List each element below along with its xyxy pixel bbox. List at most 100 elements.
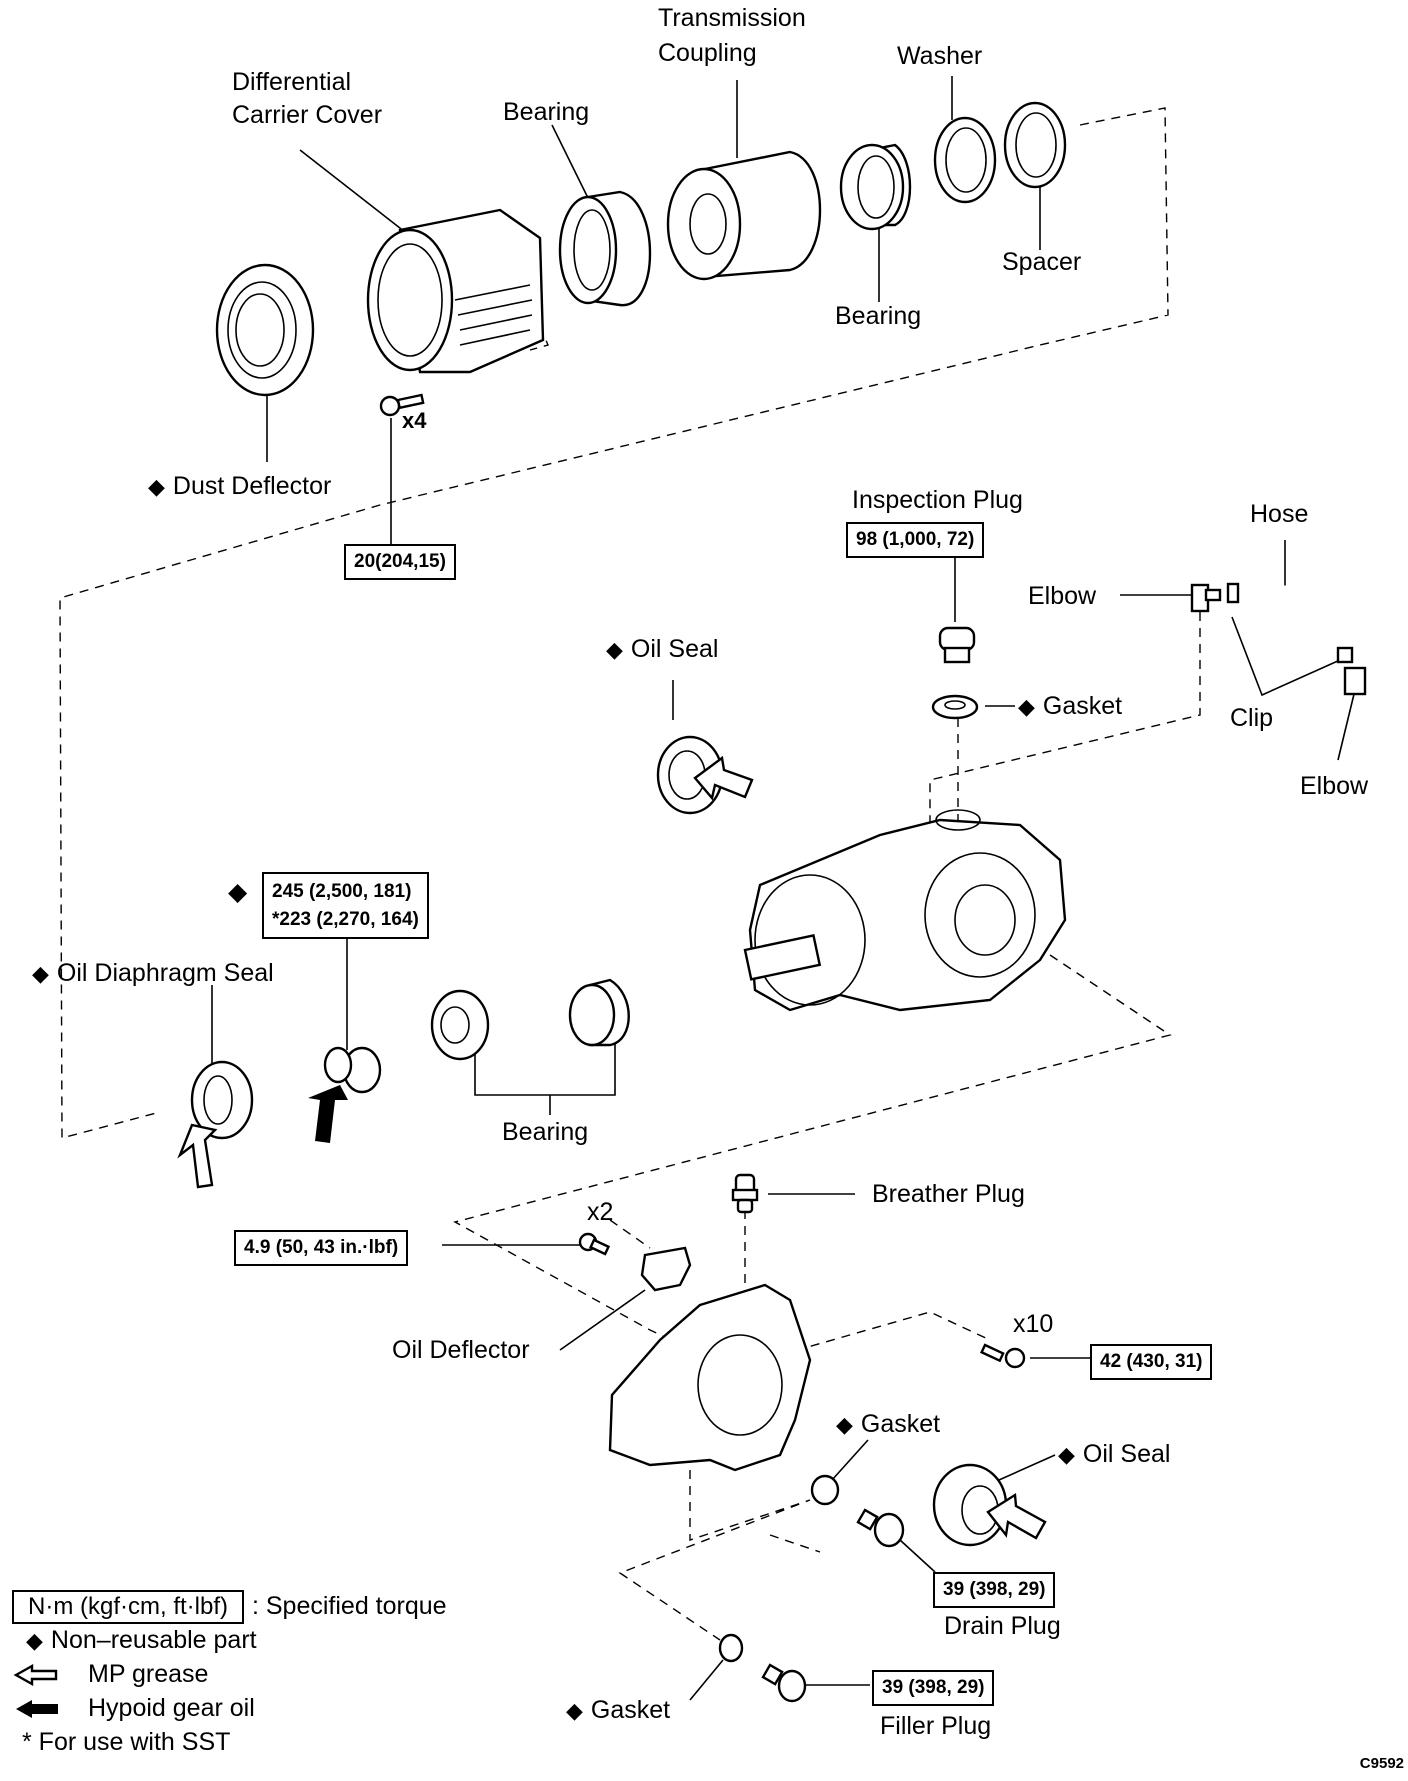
label-spacer: Spacer: [1002, 248, 1082, 276]
bearing-top-left-part: [558, 190, 652, 307]
label-bearing-middle: Bearing: [502, 1118, 589, 1146]
figure-code: C9592: [1359, 1755, 1404, 1772]
non-reusable-marker-nut: ◆: [228, 878, 248, 906]
breather-plug-part: [731, 1173, 759, 1214]
torque-companion-nut: 245 (2,500, 181) *223 (2,270, 164): [262, 872, 429, 940]
label-clip: Clip: [1230, 704, 1274, 732]
non-reusable-icon: ◆: [26, 1627, 43, 1653]
label-gasket-inspection: ◆ Gasket: [1018, 694, 1122, 719]
label-text: Gasket: [590, 1696, 671, 1724]
legend-torque-desc: : Specified torque: [251, 1592, 447, 1621]
legend-non-reusable: ◆ Non–reusable part: [12, 1624, 447, 1658]
label-line: Differential: [232, 68, 352, 96]
label-hose: Hose: [1250, 500, 1309, 528]
bearing-top-right-part: [839, 143, 912, 231]
oil-seal-lower-part: [932, 1463, 1047, 1547]
label-bolt-count-deflector: x2: [587, 1198, 614, 1226]
label-transmission-coupling: Transmission Coupling: [658, 6, 806, 66]
leader-lines: [211, 76, 1356, 1701]
label-inspection-plug: Inspection Plug: [852, 486, 1023, 514]
label-text: Gasket: [1042, 692, 1123, 720]
assembly-guide-lines: [59, 107, 1201, 1641]
legend-sst-note: * For use with SST: [12, 1726, 447, 1760]
torque-sst: *223 (2,270, 164): [272, 908, 419, 930]
torque-deflector-bolt: 4.9 (50, 43 in.·lbf): [234, 1230, 409, 1266]
label-elbow-upper: Elbow: [1028, 582, 1097, 610]
oil-deflector-part: [640, 1246, 692, 1292]
legend-text: Hypoid gear oil: [88, 1694, 255, 1723]
non-reusable-icon: ◆: [1058, 1442, 1075, 1467]
spacer-part: [1003, 101, 1067, 189]
label-oil-deflector: Oil Deflector: [392, 1336, 530, 1364]
label-drain-plug: Drain Plug: [944, 1612, 1061, 1640]
deflector-bolt-part: [578, 1232, 611, 1256]
non-reusable-icon: ◆: [836, 1412, 853, 1437]
non-reusable-icon: ◆: [1018, 694, 1035, 719]
torque-inspection-plug: 98 (1,000, 72): [846, 522, 985, 558]
label-dust-deflector: ◆ Dust Deflector: [148, 474, 331, 499]
label-gasket-drain: ◆ Gasket: [836, 1412, 940, 1437]
label-text: Dust Deflector: [172, 472, 332, 500]
oil-seal-upper-part: [656, 735, 754, 815]
bearing-middle-part: [430, 978, 630, 1061]
filler-plug-part: [761, 1663, 807, 1703]
label-filler-plug: Filler Plug: [880, 1712, 992, 1740]
drain-plug-part: [856, 1508, 905, 1548]
transmission-coupling-part: [666, 150, 822, 281]
hypoid-oil-arrow-icon: [16, 1700, 58, 1718]
label-bearing-top-left: Bearing: [503, 98, 590, 126]
torque-drain-plug: 39 (398, 29): [933, 1572, 1056, 1608]
non-reusable-icon: ◆: [566, 1698, 583, 1723]
label-bearing-top-right: Bearing: [835, 302, 922, 330]
drain-gasket-part: [810, 1474, 840, 1506]
inspection-gasket-part: [931, 694, 979, 720]
dust-deflector-part: [215, 263, 315, 397]
legend-torque-unit: N·m (kgf·cm, ft·lbf): [12, 1589, 244, 1625]
mp-grease-arrow-icon: [13, 1663, 58, 1687]
legend-torque: N·m (kgf·cm, ft·lbf) : Specified torque: [12, 1589, 447, 1625]
oil-diaphragm-seal-part: [177, 1060, 254, 1189]
cover-bolt-part: [379, 393, 425, 417]
label-oil-seal-lower: ◆ Oil Seal: [1058, 1442, 1170, 1467]
label-bolt-count-cover: x4: [402, 408, 427, 433]
differential-carrier-cover-part: [366, 208, 545, 374]
legend-mp-grease: MP grease: [12, 1658, 447, 1692]
legend-text: MP grease: [88, 1660, 209, 1689]
torque-cover-bolt: 20(204,15): [344, 544, 456, 580]
label-line: Coupling: [658, 39, 757, 67]
legend-text: * For use with SST: [22, 1728, 231, 1757]
label-elbow-lower: Elbow: [1300, 772, 1369, 800]
torque-cover-plate-bolt: 42 (430, 31): [1090, 1344, 1213, 1380]
label-text: Oil Seal: [1082, 1440, 1171, 1468]
label-oil-diaphragm-seal: ◆ Oil Diaphragm Seal: [32, 961, 274, 986]
non-reusable-icon: ◆: [148, 474, 165, 499]
non-reusable-icon: ◆: [606, 637, 623, 662]
label-oil-seal-upper: ◆ Oil Seal: [606, 637, 718, 662]
non-reusable-icon: ◆: [32, 961, 49, 986]
label-text: Oil Diaphragm Seal: [56, 959, 274, 987]
label-text: Gasket: [860, 1410, 941, 1438]
label-line: Carrier Cover: [232, 101, 383, 129]
differential-cover-plate-part: [608, 1283, 812, 1472]
label-differential-carrier-cover: Differential Carrier Cover: [232, 70, 382, 128]
hose-assembly-part: [1190, 582, 1367, 696]
label-breather-plug: Breather Plug: [872, 1180, 1025, 1208]
filler-gasket-part: [718, 1633, 744, 1663]
label-washer: Washer: [897, 42, 983, 70]
label-bolt-count-cover-plate: x10: [1013, 1310, 1054, 1338]
label-text: Oil Seal: [630, 635, 719, 663]
differential-carrier-housing-part: [743, 809, 1067, 1012]
washer-part: [933, 116, 997, 204]
cover-plate-bolt-part: [980, 1343, 1026, 1369]
companion-nut-part: [308, 1046, 382, 1143]
label-line: Transmission: [658, 4, 806, 32]
legend-text: Non–reusable part: [50, 1626, 257, 1655]
legend: N·m (kgf·cm, ft·lbf) : Specified torque …: [12, 1589, 447, 1760]
label-gasket-filler: ◆ Gasket: [566, 1698, 670, 1723]
inspection-plug-part: [938, 626, 976, 664]
torque-standard: 245 (2,500, 181): [272, 881, 412, 902]
torque-filler-plug: 39 (398, 29): [872, 1670, 995, 1706]
legend-hypoid-oil: Hypoid gear oil: [12, 1692, 447, 1726]
